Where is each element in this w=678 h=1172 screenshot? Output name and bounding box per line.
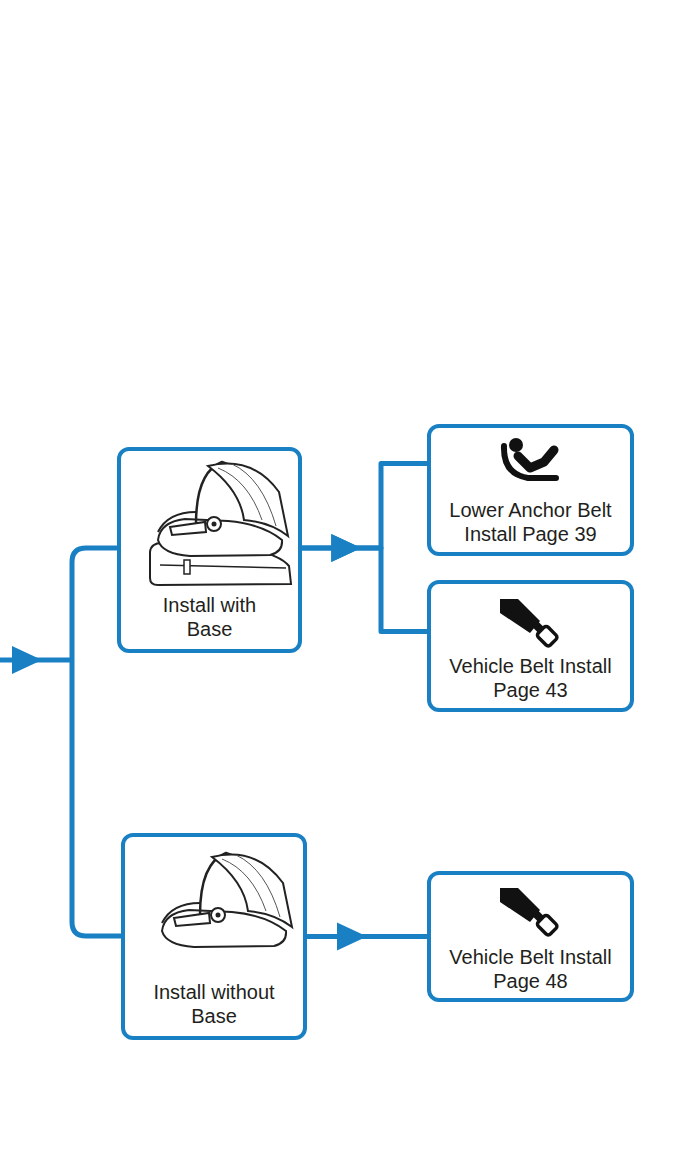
lower-anchor-icon [504,438,556,478]
node-label: Install without Base [144,980,284,1028]
seatbelt-icon [500,599,558,647]
arrow-head [12,646,42,674]
branch-bracket [72,548,121,936]
method-box: Vehicle Belt Install Page 48 [427,871,634,1002]
node-label: Lower Anchor Belt Install Page 39 [436,498,626,546]
connector-line [302,464,427,548]
arrow-head [331,534,361,562]
infant-seat-illustration [158,462,288,556]
seatbelt-icon [500,888,558,936]
node-label: Install with Base [147,593,272,641]
connector-arrow [307,923,427,951]
option-box: Install with Base [117,447,302,653]
node-label: Vehicle Belt Install Page 48 [436,945,626,993]
connector-arrow [302,534,427,632]
incoming-line [0,658,72,663]
arrow-head [331,534,361,562]
connector-line [302,548,427,632]
option-box: Install without Base [121,833,307,1040]
infant-seat-illustration [162,853,292,947]
method-box: Lower Anchor Belt Install Page 39 [427,424,634,556]
node-label: Vehicle Belt Install Page 43 [436,654,626,702]
arrow-head [337,923,367,951]
method-box: Vehicle Belt Install Page 43 [427,580,634,712]
infant-seat-base-illustration [150,543,291,585]
